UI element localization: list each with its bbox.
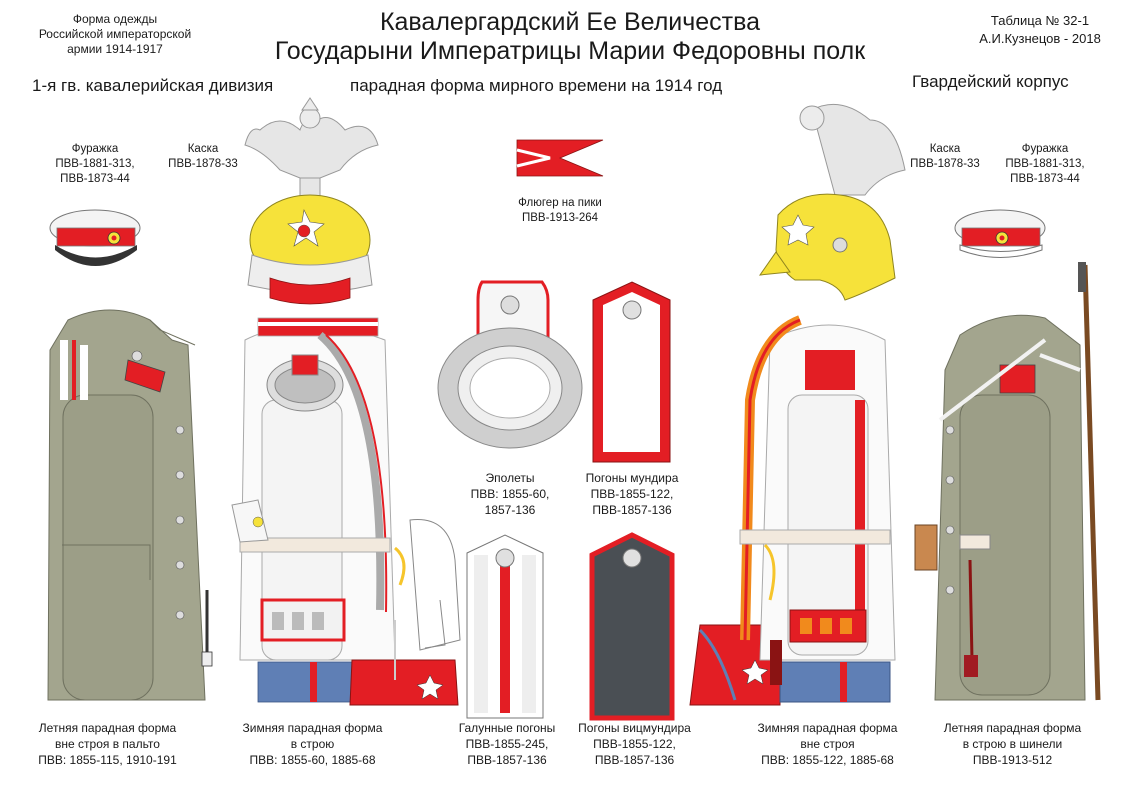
caption-line: в строю [290,737,335,751]
caption-line: Галунные погоны [458,721,556,735]
label-line: Фуражка [71,143,119,155]
label-epaulettes: Эполеты ПВВ: 1855-60, 1857-136 [455,470,565,518]
caption-line: ПВВ: 1855-122, 1885-68 [761,753,894,767]
caption-line: в строю в шинели [962,737,1063,751]
caption-line: Зимняя парадная форма [242,721,383,735]
galloon-shoulder-strap-image [466,534,544,719]
caption-galloon-straps: Галунные погоны ПВВ-1855-245, ПВВ-1857-1… [447,720,567,768]
caption-line: Зимняя парадная форма [757,721,898,735]
summer-greatcoat-figure [914,262,1101,701]
title-line2: Государыни Императрицы Марии Федоровны п… [274,37,866,65]
caption-line: Погоны вицмундира [578,721,691,735]
table-number: Таблица № 32-1 [990,13,1090,28]
caption-line: Летняя парадная форма [38,721,177,735]
winter-tunic-in-ranks-figure [231,317,461,706]
cap-left-image [49,209,141,266]
caption-line: ПВВ-1855-245, [465,737,549,751]
label-line: Флюгер на пики [518,197,602,209]
label-line: ПВВ-1881-313, [1005,158,1085,170]
caption-line: ПВВ: 1855-115, 1910-191 [38,753,177,767]
cap-right-image [954,209,1046,258]
winter-tunic-off-ranks-figure [689,315,896,706]
caption-winter-off-ranks: Зимняя парадная форма вне строя ПВВ: 185… [740,720,915,768]
caption-line: ПВВ-1913-512 [972,753,1053,767]
subtitle: парадная форма мирного времени на 1914 г… [350,76,723,95]
label-line: ПВВ-1873-44 [1010,173,1080,185]
label-line: Каска [929,143,961,155]
helmet-right-image [758,103,906,301]
label-line: ПВВ: 1855-60, [470,487,550,501]
label-cap-right: Фуражка ПВВ-1881-313, ПВВ-1873-44 [990,142,1100,187]
caption-line: ПВВ: 1855-60, 1885-68 [249,753,376,767]
caption-vicmundir-straps: Погоны вицмундира ПВВ-1855-122, ПВВ-1857… [572,720,697,768]
lance-pennant-image [516,139,604,177]
caption-line: ПВВ-1857-136 [594,753,675,767]
division-label: 1-я гв. кавалерийская дивизия [32,76,274,95]
label-line: ПВВ-1881-313, [55,158,135,170]
label-line: ПВВ-1878-33 [168,158,238,170]
label-line: Фуражка [1021,143,1069,155]
summer-coat-figure [47,309,213,701]
helmet-left-image [244,97,379,305]
label-line: Погоны мундира [585,471,679,485]
label-helmet-right: Каска ПВВ-1878-33 [900,142,990,172]
label-line: 1857-136 [484,503,536,517]
label-cap-left: Фуражка ПВВ-1881-313, ПВВ-1873-44 [40,142,150,187]
header-right: Таблица № 32-1 А.И.Кузнецов - 2018 [960,12,1120,48]
label-line: Каска [187,143,219,155]
title-line1: Кавалергардский Ее Величества [379,8,761,36]
label-line: Эполеты [485,471,535,485]
header-left: Форма одежды Российской императорской ар… [20,12,210,57]
label-line: ПВВ-1857-136 [592,503,672,517]
label-line: ПВВ-1878-33 [910,158,980,170]
caption-summer-coat: Летняя парадная форма вне строя в пальто… [20,720,195,768]
epaulette-image [437,280,583,449]
shoulder-strap-tunic-image [592,281,671,463]
header-left-line3: армии 1914-1917 [67,42,163,56]
label-shoulder-straps: Погоны мундира ПВВ-1855-122, ПВВ-1857-13… [572,470,692,518]
label-line: ПВВ-1873-44 [60,173,130,185]
caption-summer-greatcoat: Летняя парадная форма в строю в шинели П… [925,720,1100,768]
label-flag: Флюгер на пики ПВВ-1913-264 [495,196,625,226]
caption-line: ПВВ-1857-136 [467,753,547,767]
caption-winter-in-ranks: Зимняя парадная форма в строю ПВВ: 1855-… [225,720,400,768]
author: А.И.Кузнецов - 2018 [979,31,1101,46]
caption-line: вне строя в пальто [55,737,160,751]
page-title: Кавалергардский Ее Величества Государыни… [230,8,910,66]
label-line: ПВВ-1913-264 [521,212,599,224]
header-left-line1: Форма одежды [72,12,158,26]
label-helmet-left: Каска ПВВ-1878-33 [158,142,248,172]
header-left-line2: Российской императорской [38,27,192,41]
caption-line: Летняя парадная форма [943,721,1082,735]
vicmundir-shoulder-strap-image [589,532,675,721]
label-line: ПВВ-1855-122, [590,487,674,501]
corps-label: Гвардейский корпус [912,72,1069,91]
caption-line: вне строя [800,737,855,751]
caption-line: ПВВ-1855-122, [593,737,676,751]
